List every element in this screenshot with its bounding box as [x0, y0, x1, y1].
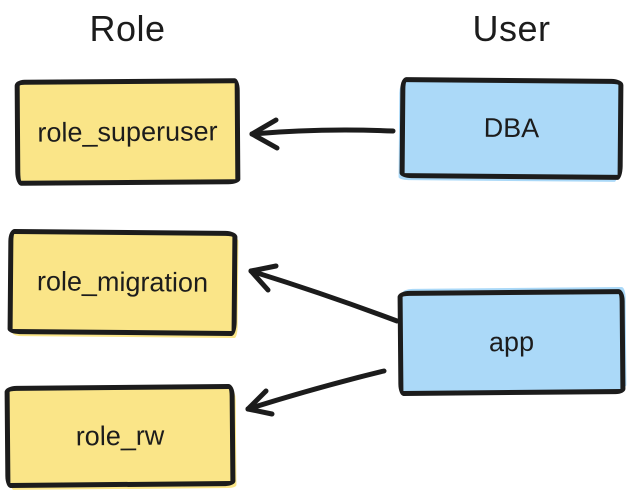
node-role-rw-label: role_rw — [75, 420, 165, 451]
node-role-migration: role_migration — [7, 229, 238, 336]
column-heading-user: User — [472, 8, 551, 49]
arrow-app-to-role-rw — [245, 368, 387, 417]
node-role-superuser-label: role_superuser — [37, 115, 218, 148]
node-user-dba: DBA — [399, 77, 624, 180]
node-user-app-label: app — [488, 326, 535, 358]
node-role-migration-label: role_migration — [36, 266, 209, 298]
arrow-app-to-role-migration — [248, 263, 400, 324]
node-role-rw: role_rw — [4, 383, 236, 489]
node-user-dba-label: DBA — [483, 112, 540, 144]
arrow-dba-to-role-superuser — [249, 117, 396, 151]
node-user-app: app — [397, 289, 626, 396]
column-heading-role: Role — [89, 8, 166, 49]
node-role-superuser: role_superuser — [14, 78, 241, 186]
